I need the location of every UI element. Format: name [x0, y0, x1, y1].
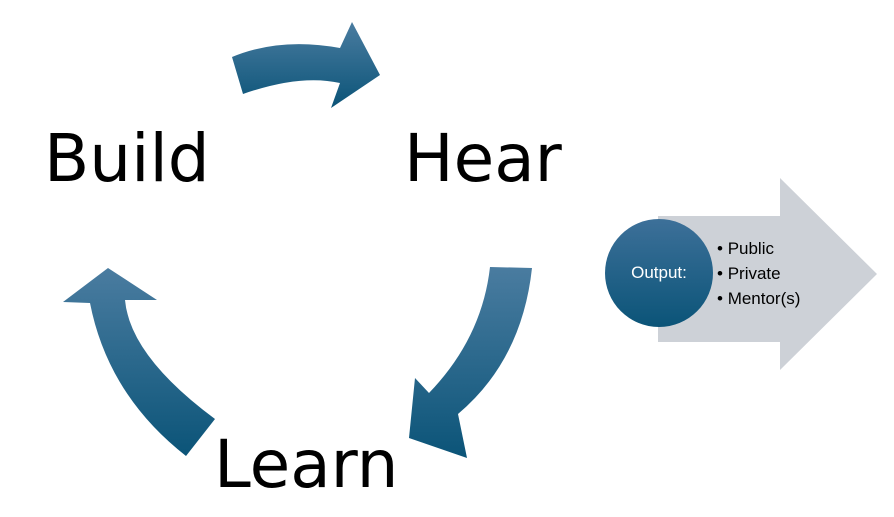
output-circle — [605, 219, 713, 327]
arrow-hear-to-learn — [409, 267, 532, 458]
output-label: Output: — [631, 263, 687, 282]
output-item-public: Public — [717, 236, 800, 261]
arrow-learn-to-build — [63, 268, 215, 456]
output-item-private: Private — [717, 261, 800, 286]
output-list: Public Private Mentor(s) — [717, 236, 801, 311]
arrow-build-to-hear — [232, 22, 380, 108]
step-hear: Hear — [404, 120, 562, 197]
step-learn: Learn — [214, 426, 399, 503]
step-build: Build — [44, 120, 210, 197]
output-item-mentors: Mentor(s) — [717, 286, 801, 311]
